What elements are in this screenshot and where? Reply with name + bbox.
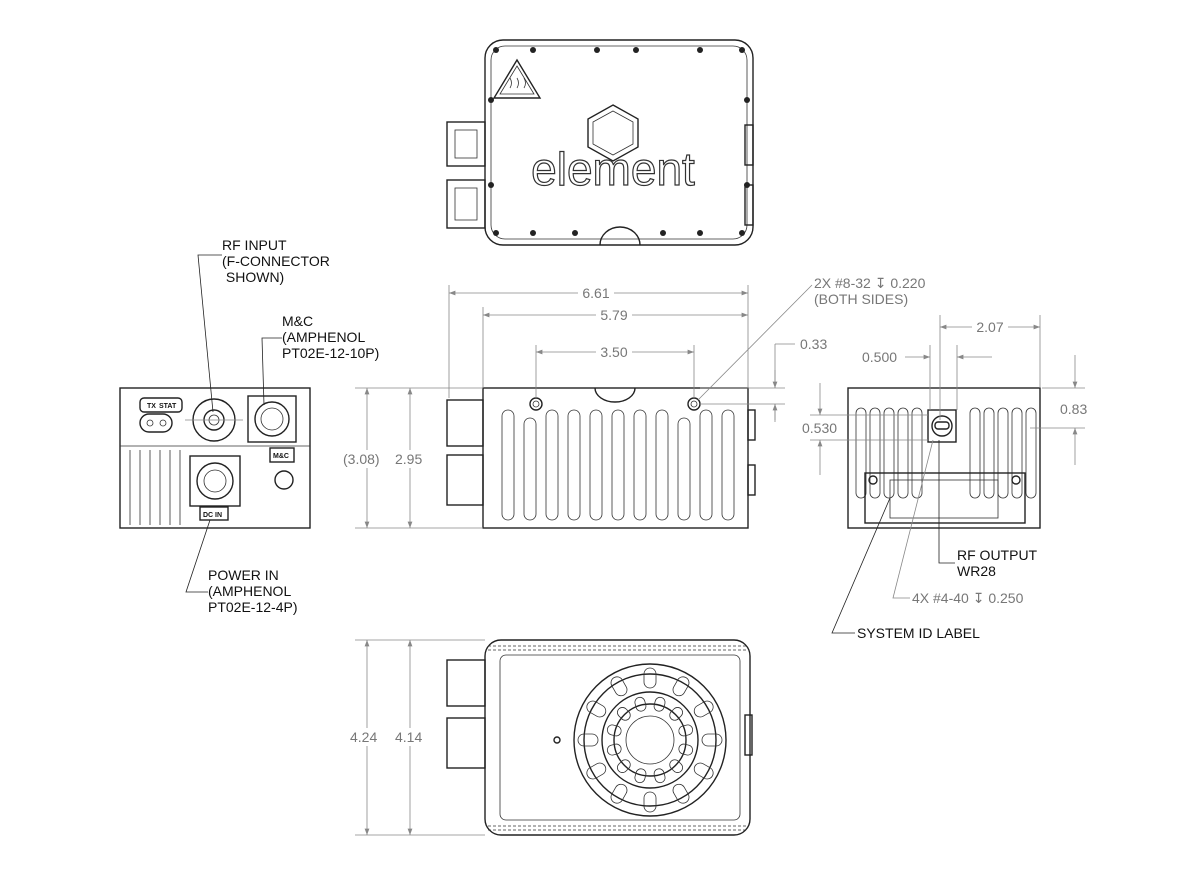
fan-slot: [672, 676, 690, 697]
fan-slot-inner: [617, 759, 631, 773]
fan-slot: [643, 791, 657, 813]
left-end-view: TX STAT M&C DC IN: [119, 387, 311, 529]
logo-text: element: [531, 143, 695, 195]
fan-slot: [693, 700, 714, 718]
bottom-view: [446, 639, 753, 836]
fan-slot-inner: [606, 724, 622, 737]
fan-slot-inner: [617, 707, 631, 721]
dim-flange-offset: 2.07: [976, 319, 1003, 335]
dc-in-label: DC IN: [203, 512, 222, 519]
bottom-dimensions: 4.24 4.14: [345, 639, 485, 836]
hexagon-logo-icon: [587, 104, 639, 162]
dim-flange-width: 0.500: [862, 349, 897, 365]
stat-label: STAT: [159, 403, 177, 410]
dim-overall-height-ref: (3.08): [343, 451, 380, 467]
dim-overall-width: 4.24: [350, 729, 377, 745]
fan-slot: [610, 676, 628, 697]
fan-slot: [610, 783, 628, 804]
right-dimensions: 2.07 0.500 0.83 0.530: [802, 315, 1087, 475]
fan-slot-inner: [653, 768, 666, 784]
hot-surface-warning-icon: [492, 58, 542, 99]
fan-slot: [577, 733, 599, 747]
dim-hole-offset: 0.33: [800, 336, 827, 352]
fan-slot-inner: [669, 707, 683, 721]
fan-slot: [643, 667, 657, 689]
fan-slot: [693, 762, 714, 780]
mc-label: M&C: [273, 453, 289, 460]
rf-input-connector: [185, 398, 243, 442]
fan-grille-icon: [573, 663, 727, 817]
callout-flange-screws: 4X #4-40 ↧ 0.250: [912, 590, 1024, 606]
fan-slot: [701, 733, 723, 747]
top-view: element: [446, 39, 754, 246]
side-dimensions: 6.61 5.79 3.50 0.33 (3.08) 2.95: [340, 285, 827, 529]
fan-slot-inner: [669, 759, 683, 773]
fan-slot: [586, 762, 607, 780]
fan-slot: [586, 700, 607, 718]
mc-connector: [247, 395, 297, 443]
dim-overall-length: 6.61: [582, 285, 609, 301]
fan-slot-inner: [606, 743, 622, 756]
fan-slot: [672, 783, 690, 804]
side-view: [446, 387, 756, 529]
fan-slot-inner: [634, 696, 647, 712]
right-end-view: [847, 387, 1041, 529]
fan-slot-inner: [678, 724, 694, 737]
dim-hole-spacing: 3.50: [600, 344, 627, 360]
callout-side-screws: 2X #8-32 ↧ 0.220(BOTH SIDES): [814, 275, 926, 307]
fan-slot-inner: [634, 768, 647, 784]
wr28-flange: [927, 409, 957, 443]
dc-in-connector: [189, 455, 241, 507]
dim-body-height: 2.95: [395, 451, 422, 467]
dim-body-width: 4.14: [395, 729, 422, 745]
dim-flange-height-offset: 0.83: [1060, 401, 1087, 417]
fan-slot-inner: [653, 696, 666, 712]
system-id-label-area: [889, 479, 999, 519]
callout-rf-input: RF INPUT(F-CONNECTOR SHOWN): [222, 237, 330, 285]
dim-body-length: 5.79: [600, 307, 627, 323]
tx-label: TX: [147, 403, 156, 410]
fan-slot-inner: [678, 743, 694, 756]
dim-flange-height: 0.530: [802, 420, 837, 436]
callout-system-id-label: SYSTEM ID LABEL: [857, 625, 980, 641]
